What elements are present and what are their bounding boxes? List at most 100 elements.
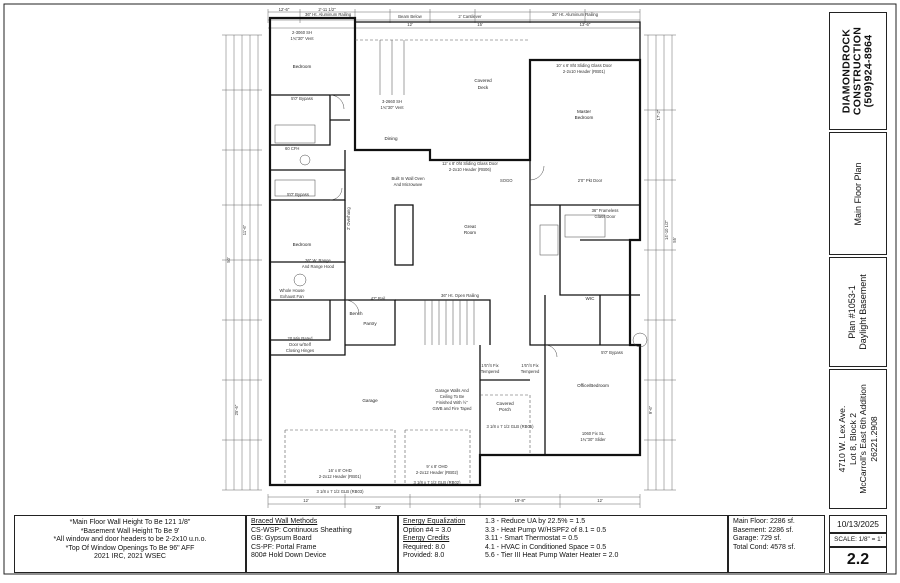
note-window-2b: 1¾"30" Vent (381, 105, 405, 110)
note-range-1: 36" W. Range (305, 258, 331, 263)
energy-credits-title: Energy Credits (403, 535, 450, 543)
energy-provided: Provided: 8.0 (403, 552, 445, 560)
address-line: McCarroll's East 6th Addition (858, 384, 868, 494)
room-bedroom-2: Bedroom (293, 242, 312, 247)
energy-item: 4.1 - HVAC in Conditioned Space = 0.5 (485, 543, 607, 551)
room-master: Master (577, 109, 592, 114)
braced-wall-block: Braced Wall Methods CS-WSP: Continuous S… (246, 515, 398, 573)
note-tub: 60 CFH (285, 146, 299, 151)
note-header-great: 2-2x10 Header (RB06) (449, 167, 492, 172)
note-oven-1: Built In Wall Oven (391, 176, 425, 181)
note-garage-walls-1: Garage Walls And (435, 388, 469, 393)
energy-item: 5.6 - Tier III Heat Pump Water Heater = … (485, 552, 619, 560)
note-sog: SOGO (500, 178, 513, 183)
energy-item: 3.11 - Smart Thermostat = 0.5 (485, 535, 578, 543)
note-garage-walls-2: Ceiling To Be (440, 394, 465, 399)
sheet-number: 2.2 (829, 547, 887, 573)
note-door-rated-1: 20 Min Rated (288, 336, 314, 341)
note-slider-great: 12' x 8' 0ht Sliding Glass Door (442, 161, 498, 166)
note-glb-3: 3 1/8 x 7 1/2 GLB (RB05) (486, 424, 534, 429)
dim-top-3: 12' (407, 22, 413, 27)
dim-bottom-2: 39' (375, 505, 381, 510)
note-door-rated-3: Closing Hinges (286, 348, 314, 353)
address-block: 4710 W. Lex Ave. Lot 8, Block 2 McCarrol… (829, 369, 887, 509)
plan-number: Plan #1053-1 (847, 285, 857, 339)
note-slider-master: 10' x 6' 8ht Sliding Glass Door (556, 63, 612, 68)
general-notes-block: *Main Floor Wall Height To Be 121 1/8" *… (14, 515, 246, 573)
room-covered-deck-b: Deck (478, 85, 489, 90)
note-railing-1: 36" Ht. Aluminum Railing (305, 12, 352, 17)
note-office-window-1: 1060 Fix SL (582, 431, 605, 436)
note-window-1: 2-3060 SH (292, 30, 312, 35)
plan-type: Daylight Basement (858, 274, 868, 350)
dim-right-2: 17'-2" (656, 109, 661, 120)
dim-bottom-4: 12' (597, 498, 603, 503)
note-open-railing: 36" Ht. Open Railing (441, 293, 480, 298)
company-phone: (509)924-8964 (862, 34, 875, 108)
note-cantilever: 2' Cantilever (458, 14, 482, 19)
dimension-text: 12'-6" 2'-11 1/2" 12' 15' 13'-6" 12' 39'… (226, 7, 677, 510)
note-bypass-1: 5'0" Bypass (291, 96, 313, 101)
note-line: 2021 IRC, 2021 WSEC (94, 553, 166, 561)
note-exhaust-1: Whole House (279, 288, 305, 293)
room-wic: WIC (586, 296, 596, 301)
note-line: *All window and door headers to be 2-2x1… (53, 536, 207, 544)
dim-bottom-3: 19'-8" (515, 498, 526, 503)
room-bedroom-1: Bedroom (293, 64, 312, 69)
dim-top-2: 2'-11 1/2" (318, 7, 336, 12)
note-frameless-1: 36" Frameless (592, 208, 619, 213)
note-pocket-door: 2'0" Pkt Door (578, 178, 603, 183)
dimension-lines (222, 9, 676, 508)
energy-item: 1.3 - Reduce UA by 22.5% = 1.5 (485, 518, 586, 525)
date-cell: 10/13/2025 (829, 515, 887, 533)
note-railing-2: 36" Ht. Aluminum Railing (552, 12, 599, 17)
energy-option: Option #4 = 3.0 (403, 526, 452, 534)
note-window-1b: 1¾"30" Vent (291, 36, 315, 41)
energy-block: Energy Equalization Option #4 = 3.0 Ener… (398, 515, 728, 573)
note-garage-walls-4: GWB and Fire Taped (432, 406, 472, 411)
note-line: *Main Floor Wall Height To Be 121 1/8" (69, 519, 191, 526)
note-line: *Top Of Window Openings To Be 96" AFF (65, 544, 195, 552)
area-basement: Basement: 2286 sf. (733, 526, 794, 534)
room-great: Great (464, 224, 476, 229)
note-range-2: And Range Hood (302, 264, 335, 269)
note-ohd-1-header: 2-2x12 Header (RB01) (319, 474, 362, 479)
dim-right-1: 55' (672, 237, 677, 243)
note-42-rail: 42" Rail (371, 296, 386, 301)
note-fix-temp-4: Tempered (521, 369, 540, 374)
note-glb-1: 3 1/8 x 7 1/2 GLB (RB03) (316, 489, 364, 494)
note-bypass-2: 5'0" Bypass (287, 192, 309, 197)
braced-line: CS-WSP: Continuous Sheathing (251, 526, 352, 534)
room-master-b: Bedroom (575, 115, 594, 120)
energy-item: 3.3 - Heat Pump W/HSPF2 of 8.1 = 0.5 (485, 526, 607, 534)
room-office: Office/Bedroom (577, 383, 609, 388)
braced-title: Braced Wall Methods (251, 518, 318, 525)
room-covered-porch-b: Porch (499, 407, 511, 412)
note-glb-2: 3 1/8 x 7 1/2 GLB (RB02) (413, 480, 461, 485)
note-bypass-3: 5'0" Bypass (601, 350, 623, 355)
scale-cell: SCALE: 1/8" = 1' (829, 533, 887, 547)
dim-top-4: 15' (477, 22, 483, 27)
area-main: Main Floor: 2286 sf. (733, 518, 795, 525)
note-ohd-1: 16' x 8' OHD (328, 468, 351, 473)
braced-line: CS-PF: Portal Frame (251, 543, 317, 551)
braced-line: 800# Hold Down Device (251, 552, 327, 560)
note-exhaust-2: Exhaust Fan (280, 294, 304, 299)
room-bench: Bench (349, 311, 362, 316)
braced-line: GB: Gypsum Board (251, 535, 312, 543)
sheet-title: Main Floor Plan (853, 161, 863, 226)
note-line: *Basement Wall Height To Be 9' (80, 527, 180, 535)
room-covered-deck: Covered (474, 78, 492, 83)
energy-required: Required: 8.0 (403, 543, 446, 551)
sheet-border (3, 3, 897, 575)
room-pantry: Pantry (363, 321, 377, 326)
area-total: Total Cond: 4578 sf. (733, 543, 796, 551)
room-dining: Dining (384, 136, 397, 141)
plan-number-block: Plan #1053-1 Daylight Basement (829, 257, 887, 367)
area-summary-block: Main Floor: 2286 sf. Basement: 2286 sf. … (728, 515, 825, 573)
company-logo-block: DIAMONDROCK CONSTRUCTION (509)924-8964 (829, 12, 887, 130)
exterior-walls (268, 16, 642, 487)
room-labels: Bedroom Bedroom Master Bedroom Covered D… (293, 64, 609, 412)
